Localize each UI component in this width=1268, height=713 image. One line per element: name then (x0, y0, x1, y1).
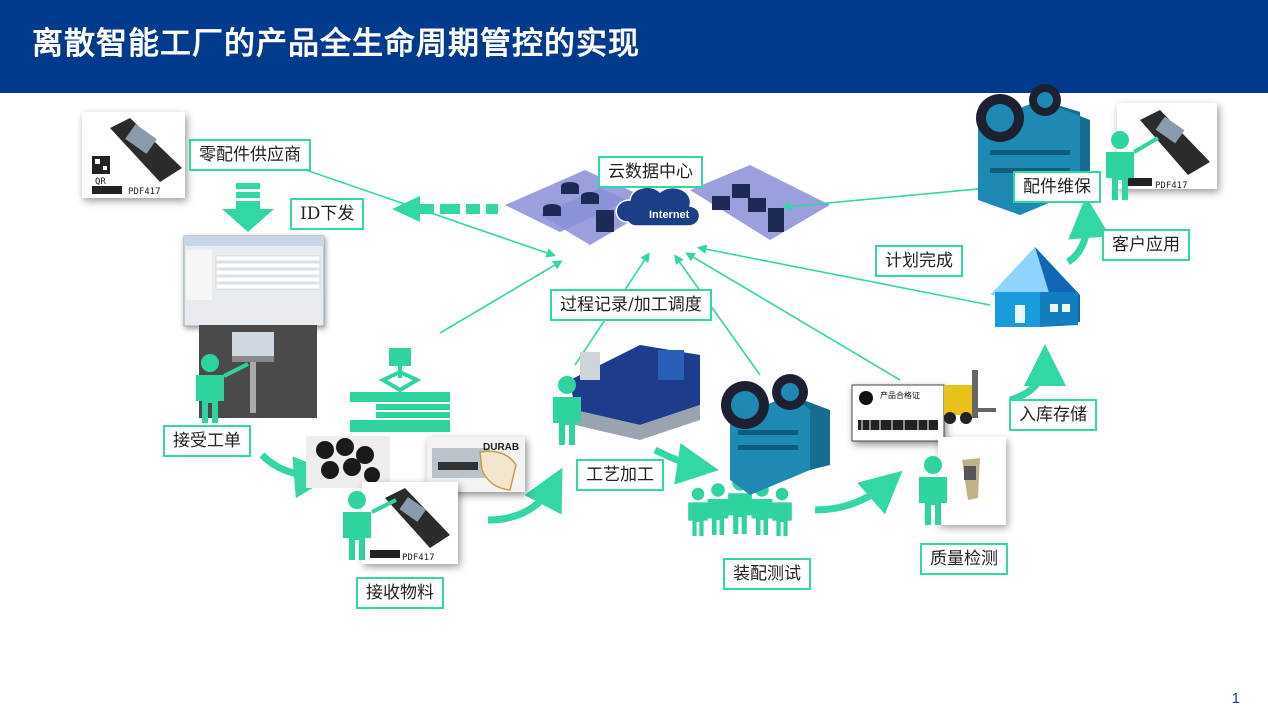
forklift-icon (944, 370, 996, 424)
label-maintenance: 配件维保 (1013, 171, 1101, 203)
certificate-title: 产品合格证 (880, 390, 920, 400)
page-title: 离散智能工厂的产品全生命周期管控的实现 (32, 26, 640, 62)
material-scanner-card: PDF417 (362, 482, 458, 564)
label-process-record: 过程记录/加工调度 (550, 289, 712, 321)
label-craft: 工艺加工 (576, 459, 664, 491)
supplier-scanner-card: QR PDF417 (82, 112, 185, 198)
internet-label: Internet (649, 209, 690, 221)
label-assembly-test: 装配测试 (723, 558, 811, 590)
label-id-issue: ID下发 (290, 198, 365, 230)
label-customer: 客户应用 (1102, 229, 1190, 261)
crane-material-icon (350, 348, 450, 432)
work-order-software-screen (183, 235, 325, 327)
pdf417-code-text-2: PDF417 (402, 553, 435, 563)
quality-inspection-photo (938, 437, 1006, 525)
flow-arrows (259, 196, 1111, 524)
qr-code-text: QR (95, 177, 106, 187)
pdf417-code-text-3: PDF417 (1155, 181, 1188, 191)
workstation-photo (199, 325, 317, 418)
rfid-tokens-photo (306, 436, 390, 488)
warehouse-house-icon (990, 247, 1080, 327)
label-receive-material: 接收物料 (356, 577, 444, 609)
label-receive-order: 接受工单 (163, 425, 251, 457)
tag-brand-text: DURAB (483, 442, 519, 453)
label-plan-done: 计划完成 (875, 245, 963, 277)
jaw-crusher-machine (721, 374, 830, 495)
supplier-down-arrow (222, 183, 274, 232)
product-certificate: 产品合格证 (851, 384, 945, 442)
label-supplier: 零配件供应商 (189, 139, 311, 171)
cnc-lathe-machine (570, 345, 700, 440)
label-warehouse: 入库存储 (1009, 399, 1097, 431)
label-cloud-data-center: 云数据中心 (598, 156, 703, 188)
label-quality: 质量检测 (920, 543, 1008, 575)
pdf417-code-text: PDF417 (128, 187, 161, 197)
page-number: 1 (1231, 690, 1240, 707)
id-dashed-arrow (392, 196, 498, 222)
title-bar: 离散智能工厂的产品全生命周期管控的实现 (0, 0, 1268, 93)
